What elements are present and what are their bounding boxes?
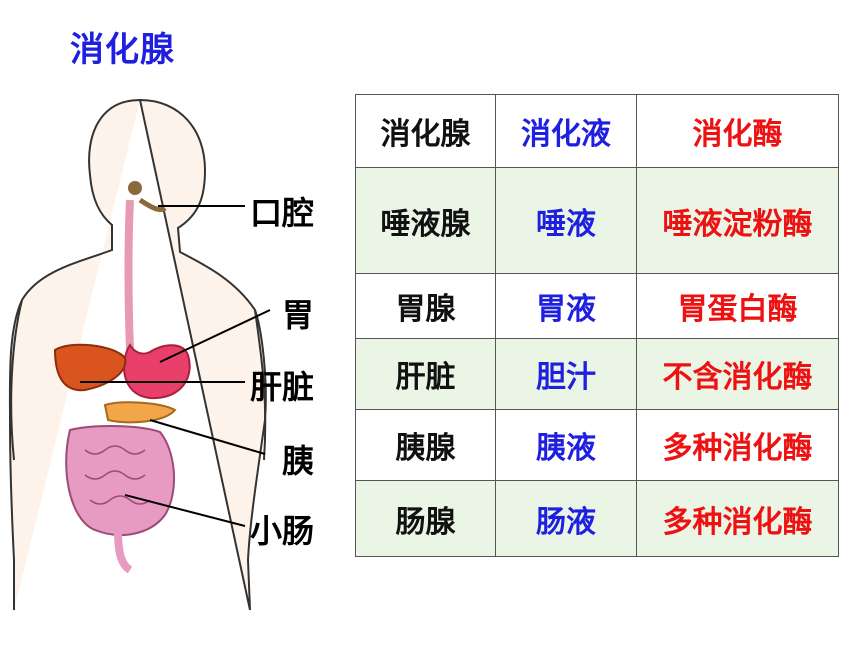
right-arm [254, 309, 267, 461]
header-enzyme: 消化酶 [636, 94, 839, 168]
cell-gland: 肝脏 [355, 338, 496, 410]
cell-enzyme: 胃蛋白酶 [636, 273, 839, 339]
cell-juice: 肠液 [495, 480, 637, 557]
cell-enzyme: 多种消化酶 [636, 480, 839, 557]
esophagus-shape [124, 199, 134, 351]
header-gland: 消化腺 [355, 94, 496, 168]
table-row: 肝脏 胆汁 不含消化酶 [355, 338, 839, 410]
cell-enzyme: 不含消化酶 [636, 338, 839, 410]
table-row: 唾液腺 唾液 唾液淀粉酶 [355, 167, 839, 274]
pointer-stomach [159, 309, 271, 363]
intestine-coils [84, 445, 151, 505]
digestive-system-figure [8, 98, 271, 610]
table-row: 肠腺 肠液 多种消化酶 [355, 480, 839, 557]
cell-gland: 唾液腺 [355, 167, 496, 274]
label-liver: 肝脏 [250, 368, 315, 406]
label-mouth: 口腔 [250, 194, 315, 232]
page-title: 消化腺 [70, 30, 175, 70]
label-stomach: 胃 [282, 296, 315, 334]
header-juice: 消化液 [495, 94, 637, 168]
salivary-gland-shape [128, 181, 142, 195]
cell-enzyme: 多种消化酶 [636, 409, 839, 481]
table-row: 胃腺 胃液 胃蛋白酶 [355, 273, 839, 339]
cell-gland: 胃腺 [355, 273, 496, 339]
intestines-shape [65, 425, 176, 536]
cell-gland: 胰腺 [355, 409, 496, 481]
cell-juice: 唾液 [495, 167, 637, 274]
cell-enzyme: 唾液淀粉酶 [636, 167, 839, 274]
left-arm [10, 299, 23, 461]
pointer-pancreas [149, 419, 266, 455]
label-small-intestine: 小肠 [250, 512, 315, 550]
cell-juice: 胃液 [495, 273, 637, 339]
table-header-row: 消化腺 消化液 消化酶 [355, 94, 839, 168]
mouth-shape [138, 197, 167, 213]
cell-juice: 胆汁 [495, 338, 637, 410]
table-row: 胰腺 胰液 多种消化酶 [355, 409, 839, 481]
cell-gland: 肠腺 [355, 480, 496, 557]
large-intestine-shape [114, 529, 133, 574]
label-pancreas: 胰 [282, 442, 315, 480]
pancreas-shape [103, 401, 177, 424]
digestive-glands-table: 消化腺 消化液 消化酶 唾液腺 唾液 唾液淀粉酶 胃腺 胃液 胃蛋白酶 肝脏 胆… [355, 94, 839, 557]
liver-shape [53, 343, 127, 392]
cell-juice: 胰液 [495, 409, 637, 481]
stomach-shape [123, 343, 191, 400]
pointer-small-intestine [124, 494, 246, 527]
